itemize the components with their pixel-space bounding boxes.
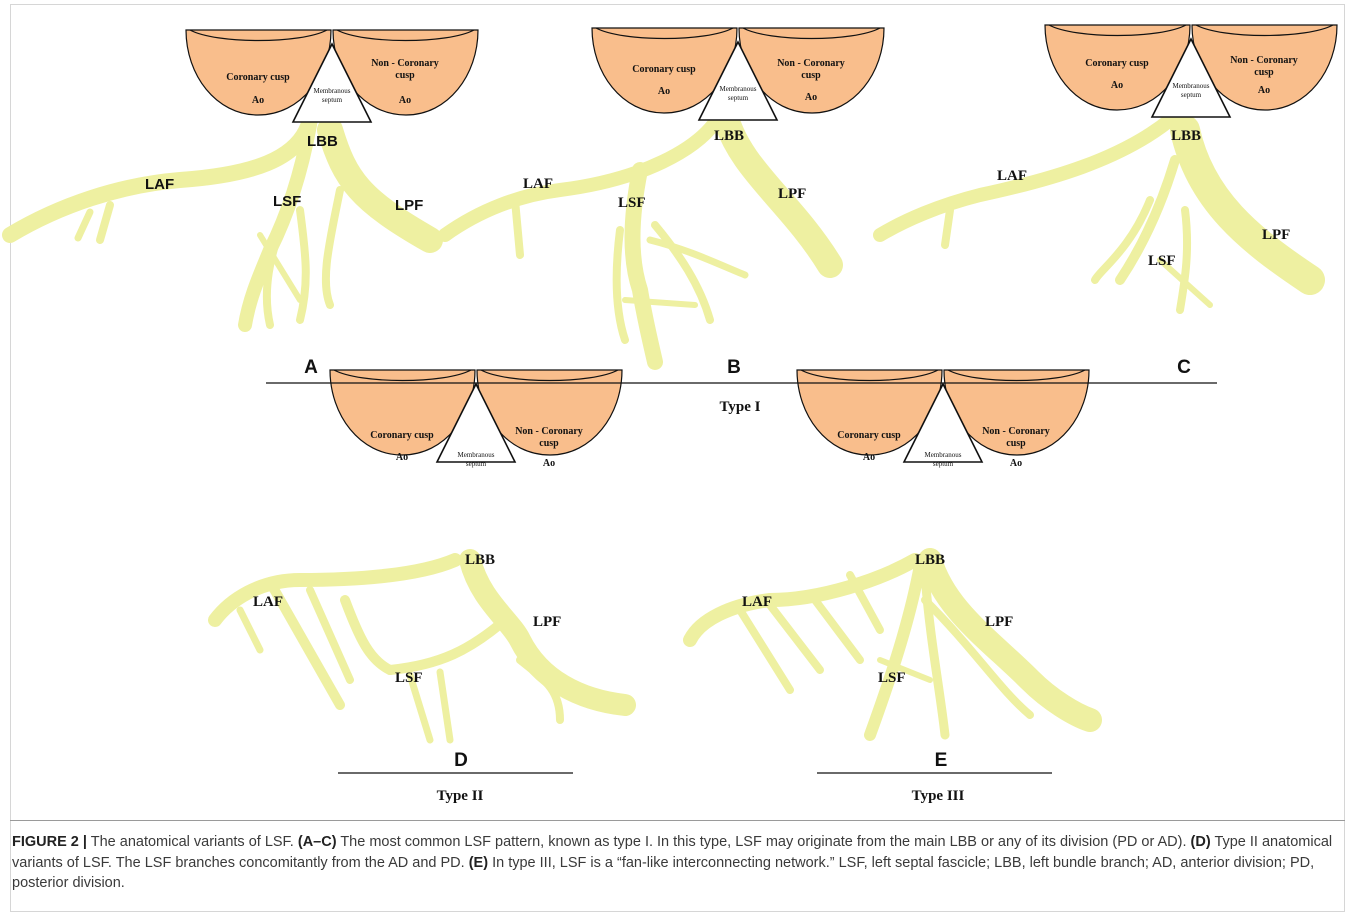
laf-label: LAF [145, 176, 174, 193]
lsf-label: LSF [273, 193, 301, 210]
lpf-label: LPF [985, 614, 1013, 630]
ao-label: Ao [399, 95, 411, 106]
lpf-label: LPF [1262, 227, 1290, 243]
panel-label-c: C [1177, 357, 1191, 378]
type-labels: Type I Type II Type III [437, 399, 965, 804]
noncoronary-label-1: Non - Coronary [371, 58, 439, 69]
figure-illustration: Coronary cusp Ao Non - Coronary cusp Ao … [0, 0, 1355, 820]
lbb-label: LBB [1171, 128, 1201, 144]
septum-label-1: Membranous [314, 87, 351, 95]
lpf-label: LPF [778, 186, 806, 202]
noncoronary-label-2: cusp [539, 438, 559, 449]
ao-label: Ao [658, 86, 670, 97]
lsf-label: LSF [618, 195, 646, 211]
type1-label: Type I [720, 399, 761, 415]
caption-ref-d: (D) [1191, 834, 1211, 850]
noncoronary-label-2: cusp [1254, 67, 1274, 78]
septum-label-2: septum [933, 460, 954, 468]
ao-label: Ao [805, 92, 817, 103]
noncoronary-label-1: Non - Coronary [1230, 55, 1298, 66]
laf-label: LAF [523, 176, 553, 192]
type2-label: Type II [437, 788, 484, 804]
lsf-label: LSF [395, 670, 423, 686]
septum-label-1: Membranous [1173, 82, 1210, 90]
ao-label: Ao [252, 95, 264, 106]
noncoronary-label-1: Non - Coronary [777, 58, 845, 69]
ao-label: Ao [396, 452, 408, 463]
noncoronary-label-2: cusp [1006, 438, 1026, 449]
ao-label: Ao [1111, 80, 1123, 91]
caption-title: FIGURE 2 | [12, 834, 87, 850]
noncoronary-label-1: Non - Coronary [515, 426, 583, 437]
ao-label: Ao [863, 452, 875, 463]
ao-label: Ao [1258, 85, 1270, 96]
figure-caption: FIGURE 2 | The anatomical variants of LS… [12, 832, 1342, 894]
septum-label-2: septum [1181, 91, 1202, 99]
lbb-label: LBB [307, 133, 338, 150]
caption-text: The most common LSF pattern, known as ty… [337, 834, 1191, 850]
lpf-label: LPF [533, 614, 561, 630]
caption-ref-e: (E) [469, 855, 488, 871]
caption-text: The anatomical variants of LSF. [87, 834, 298, 850]
noncoronary-label-1: Non - Coronary [982, 426, 1050, 437]
type3-label: Type III [912, 788, 965, 804]
coronary-cusp-label: Coronary cusp [370, 430, 434, 441]
ao-label: Ao [1010, 458, 1022, 469]
lbb-label: LBB [465, 552, 495, 568]
panel-label-e: E [935, 750, 948, 771]
septum-label-2: septum [466, 460, 487, 468]
panel-label-b: B [727, 357, 741, 378]
septum-label-2: septum [728, 94, 749, 102]
laf-label: LAF [742, 594, 772, 610]
noncoronary-label-2: cusp [801, 70, 821, 81]
coronary-cusp-label: Coronary cusp [1085, 58, 1149, 69]
lpf-label: LPF [395, 197, 423, 214]
ao-label: Ao [543, 458, 555, 469]
lsf-label: LSF [878, 670, 906, 686]
laf-label: LAF [253, 594, 283, 610]
lbb-label: LBB [714, 128, 744, 144]
noncoronary-label-2: cusp [395, 70, 415, 81]
panel-label-a: A [304, 357, 318, 378]
coronary-cusp-label: Coronary cusp [632, 64, 696, 75]
panel-label-d: D [454, 750, 468, 771]
septum-label-1: Membranous [925, 451, 962, 459]
septum-label-2: septum [322, 96, 343, 104]
lbb-label: LBB [915, 552, 945, 568]
septum-label-1: Membranous [720, 85, 757, 93]
septum-label-1: Membranous [458, 451, 495, 459]
coronary-cusp-label: Coronary cusp [226, 72, 290, 83]
caption-ref-a-c: (A–C) [298, 834, 337, 850]
laf-label: LAF [997, 168, 1027, 184]
lsf-label: LSF [1148, 253, 1176, 269]
coronary-cusp-label: Coronary cusp [837, 430, 901, 441]
